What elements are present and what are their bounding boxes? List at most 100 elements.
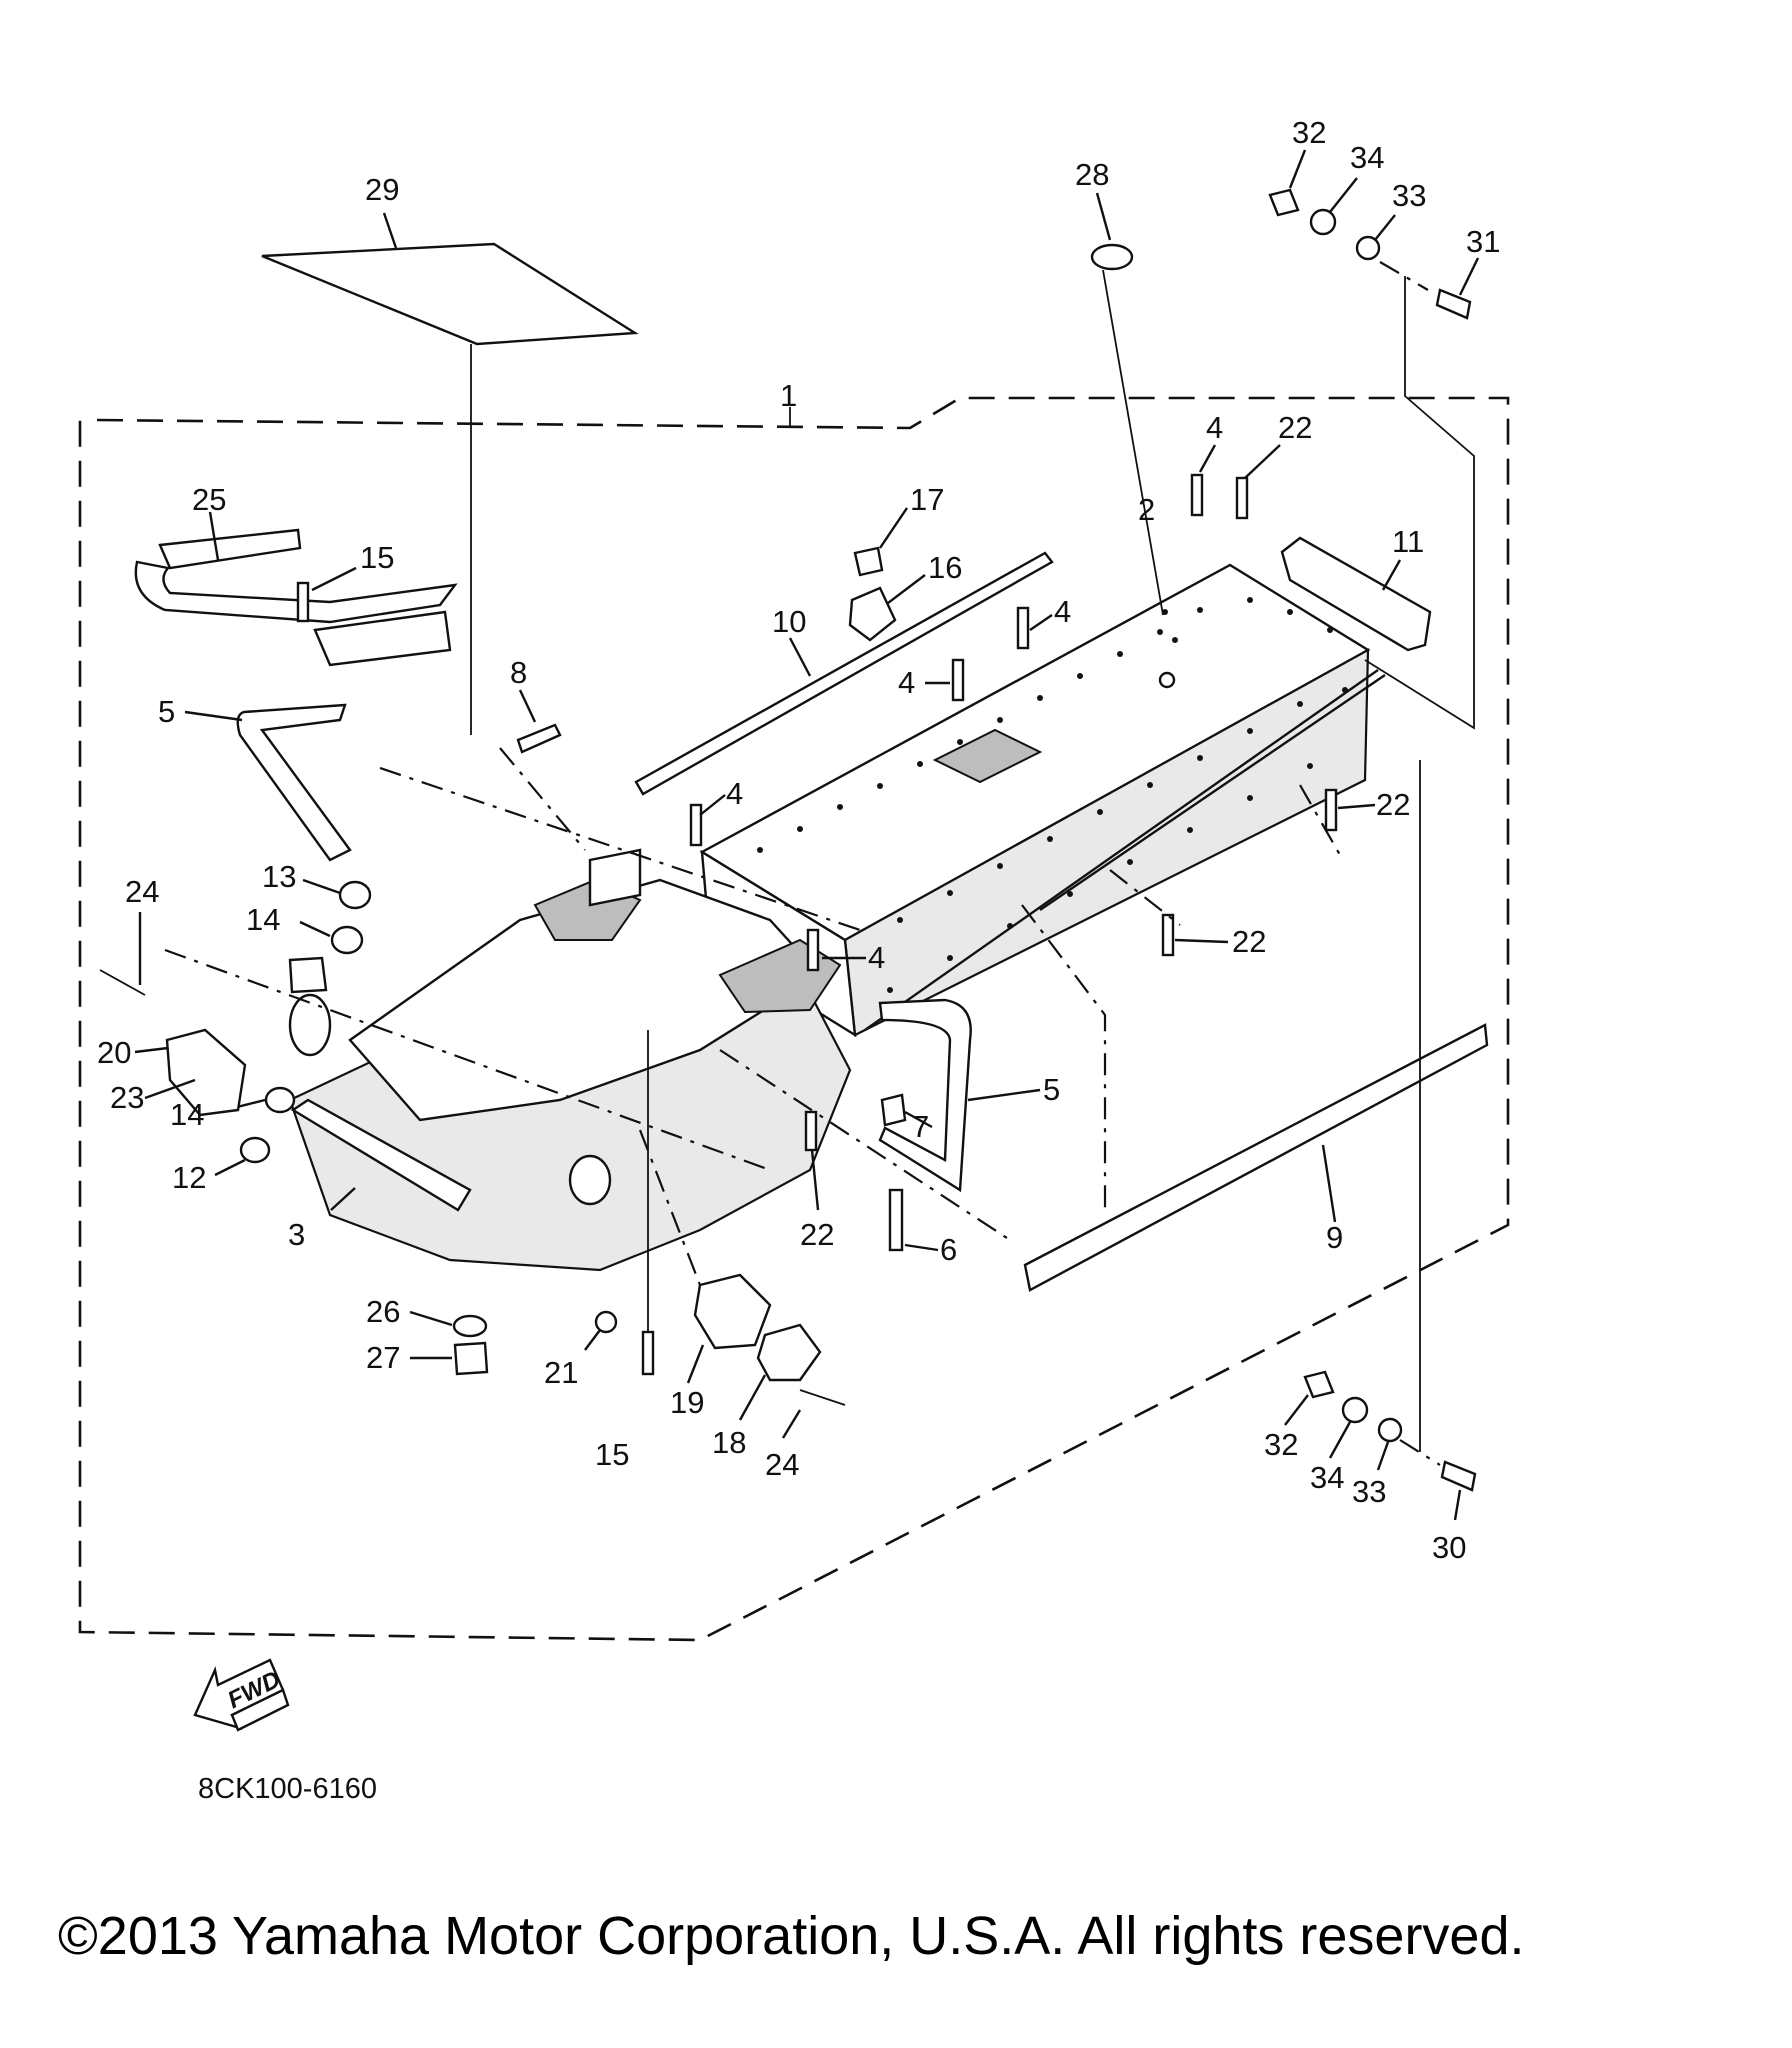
callout-leader xyxy=(1102,269,1164,616)
callout-leader xyxy=(967,1088,1041,1102)
callout-leader xyxy=(499,747,586,851)
part-bolt-4e xyxy=(806,928,820,972)
callout-leader xyxy=(1021,904,1107,1210)
callout-24a: 24 xyxy=(125,874,159,909)
part-shock-mount-right xyxy=(568,1154,612,1206)
part-bolt-4d xyxy=(689,803,703,847)
callout-leader xyxy=(134,1046,169,1054)
part-tunnel-hole xyxy=(1158,671,1176,689)
callout-leader xyxy=(1381,559,1402,591)
callout-leader xyxy=(164,948,771,1172)
callout-leader xyxy=(1364,276,1475,730)
part-mount-16 xyxy=(848,586,897,642)
callout-23: 23 xyxy=(110,1080,144,1115)
part-bumper-bracket xyxy=(158,528,302,570)
part-side-tube-lower xyxy=(1039,674,1386,911)
callout-leader xyxy=(1198,444,1217,473)
callout-leader xyxy=(788,637,812,677)
callout-22a: 22 xyxy=(1278,410,1312,445)
part-plate-19 xyxy=(693,1273,772,1350)
callout-leader xyxy=(518,689,537,723)
callout-leader xyxy=(311,566,357,592)
part-bolt-22b xyxy=(1324,788,1338,832)
callout-leader xyxy=(1379,261,1429,291)
part-bolt-4c xyxy=(951,658,965,702)
part-bolt-22c xyxy=(1161,913,1175,957)
part-cap-26 xyxy=(452,1314,488,1338)
callout-leader xyxy=(810,1149,820,1211)
callout-18: 18 xyxy=(712,1425,746,1460)
callout-6: 6 xyxy=(940,1232,957,1267)
callout-leader xyxy=(1337,803,1376,810)
part-rivet-24a xyxy=(99,969,146,996)
callout-leader xyxy=(302,878,341,895)
part-bushing-13 xyxy=(338,880,372,910)
callout-1: 1 xyxy=(780,378,797,413)
callout-8: 8 xyxy=(510,655,527,690)
part-nut-32a xyxy=(1268,188,1300,217)
callout-leader xyxy=(379,766,861,932)
part-bolt-31 xyxy=(1435,288,1472,320)
part-side-tube xyxy=(864,669,1379,1031)
part-bolt-4b xyxy=(1016,606,1030,650)
callout-leader xyxy=(382,212,398,249)
callout-33a: 33 xyxy=(1392,178,1426,213)
part-grab-handle-right xyxy=(878,998,972,1193)
part-rail-left xyxy=(634,551,1054,796)
callout-34a: 34 xyxy=(1350,140,1384,175)
part-plug-27 xyxy=(453,1341,489,1376)
callout-leader xyxy=(1376,1441,1390,1471)
callout-5b: 5 xyxy=(1043,1072,1060,1107)
callout-14b: 14 xyxy=(170,1097,204,1132)
callout-leader xyxy=(584,1329,601,1351)
part-nut-32b xyxy=(1303,1370,1335,1399)
callout-2: 2 xyxy=(1138,492,1155,527)
callout-labels: 1 2 3 4 4 4 4 4 5 5 6 7 8 9 10 11 12 13 … xyxy=(97,115,1500,1565)
callout-28: 28 xyxy=(1075,157,1109,192)
callout-leader xyxy=(1244,444,1281,479)
callout-5a: 5 xyxy=(158,694,175,729)
callout-leader xyxy=(904,1110,933,1129)
callout-leader xyxy=(699,794,726,816)
callout-32a: 32 xyxy=(1292,115,1326,150)
part-front-frame-tower xyxy=(588,848,642,907)
callout-33b: 33 xyxy=(1352,1474,1386,1509)
callout-leader xyxy=(738,1374,767,1421)
callout-15a: 15 xyxy=(360,540,394,575)
callout-4c: 4 xyxy=(898,665,915,700)
callout-4a: 4 xyxy=(1206,410,1223,445)
part-stud-15b xyxy=(641,1330,655,1376)
callout-22b: 22 xyxy=(1376,787,1410,822)
part-stud-8 xyxy=(516,723,562,754)
callout-leader xyxy=(879,507,908,549)
part-stud-15a xyxy=(296,581,310,623)
callout-leader xyxy=(1109,869,1181,926)
callout-4d: 4 xyxy=(726,776,743,811)
callout-14a: 14 xyxy=(246,902,280,937)
callout-20: 20 xyxy=(97,1035,131,1070)
callout-21: 21 xyxy=(544,1355,578,1390)
callout-7: 7 xyxy=(912,1109,929,1144)
callout-3: 3 xyxy=(288,1217,305,1252)
callout-leader xyxy=(1174,938,1229,944)
callout-leader xyxy=(1328,1421,1352,1459)
part-washer-33b xyxy=(1377,1417,1403,1443)
callout-leader xyxy=(781,1409,802,1439)
part-bolt-22d xyxy=(804,1110,818,1152)
assembly-boundary-line xyxy=(78,396,1510,1642)
part-grab-handle-left xyxy=(236,703,352,862)
callout-leader xyxy=(1284,1394,1309,1426)
callout-22c: 22 xyxy=(1232,924,1266,959)
callout-leader xyxy=(686,1344,705,1384)
callout-leader xyxy=(208,511,220,561)
callout-19: 19 xyxy=(670,1385,704,1420)
forward-arrow-icon: FWD xyxy=(193,1658,290,1732)
callout-26: 26 xyxy=(366,1294,400,1329)
callout-leader xyxy=(887,574,926,604)
part-bolt-4a xyxy=(1190,473,1204,517)
copyright-notice: ©2013 Yamaha Motor Corporation, U.S.A. A… xyxy=(58,1906,1525,1966)
part-rear-bracket xyxy=(1280,536,1432,652)
callout-22d: 22 xyxy=(800,1217,834,1252)
